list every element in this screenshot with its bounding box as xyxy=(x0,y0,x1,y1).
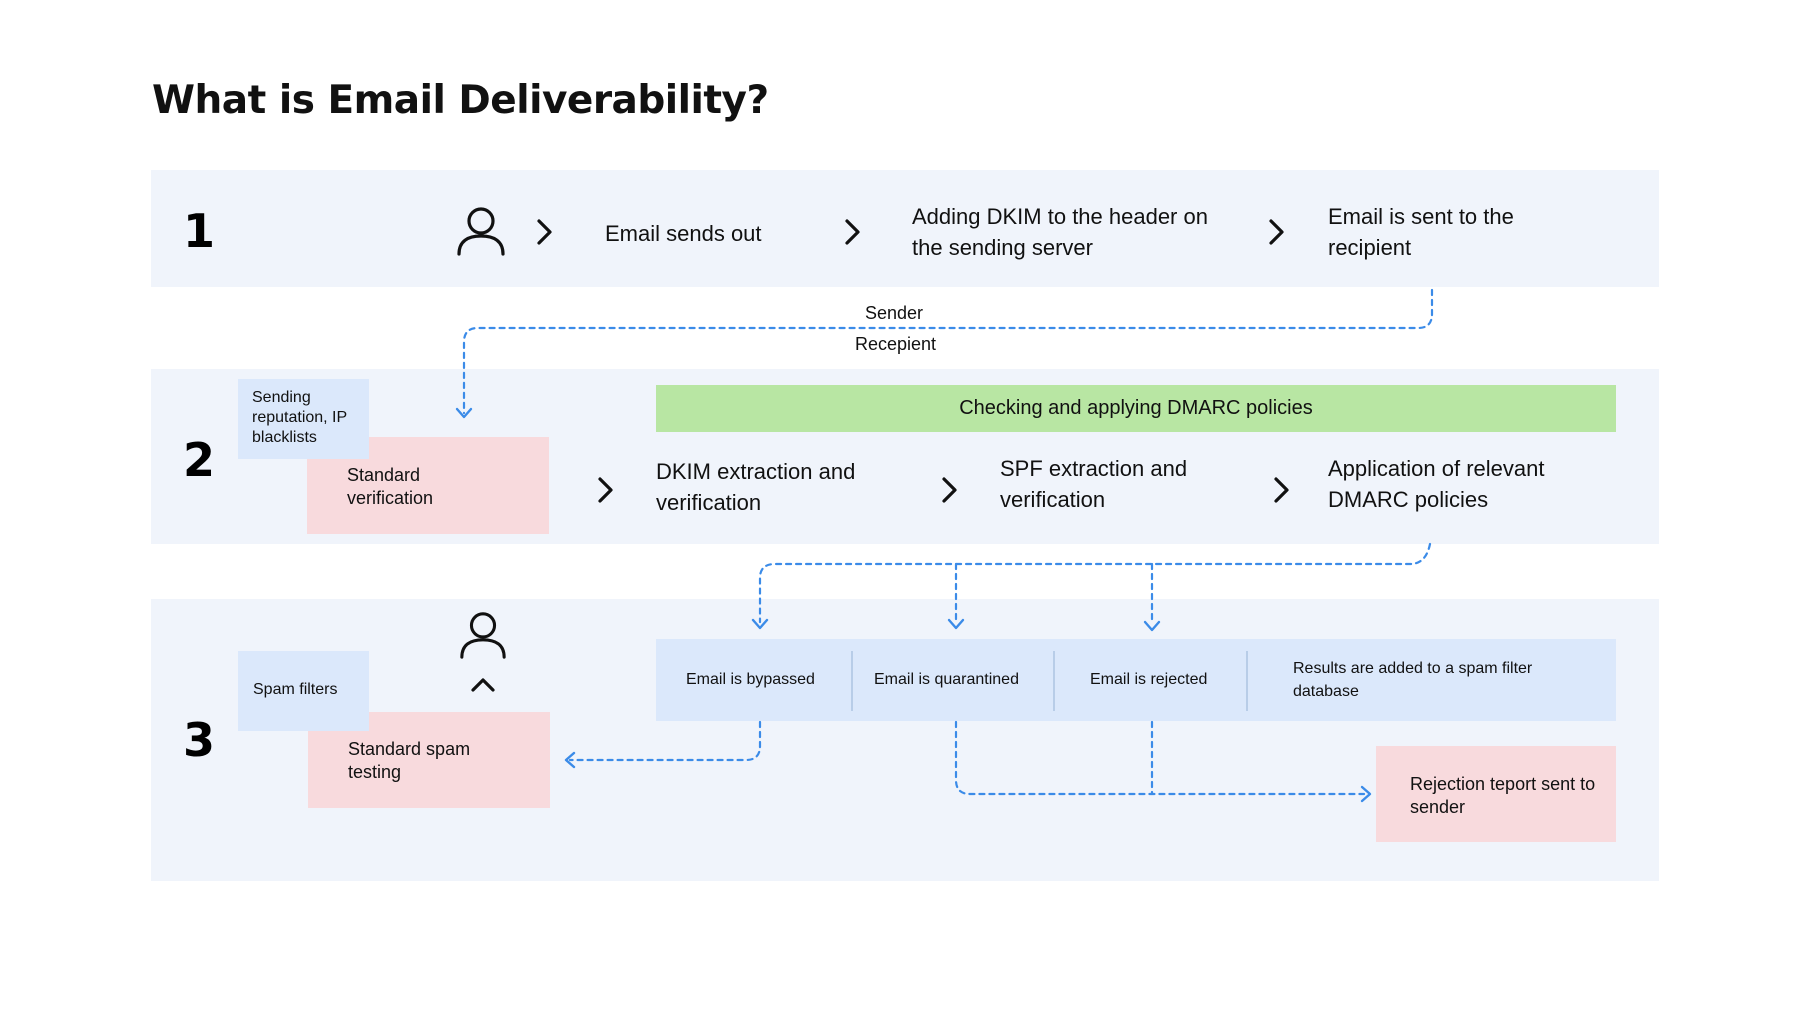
spam-filters-note: Spam filters xyxy=(253,681,338,698)
chevron-right-icon xyxy=(1269,219,1284,245)
step-1-item-dkim: Adding DKIM to the header on the sending… xyxy=(912,204,1208,260)
result-divider xyxy=(1053,651,1055,711)
chevron-right-icon xyxy=(1274,477,1289,503)
dmarc-policies-bar: Checking and applying DMARC policies xyxy=(656,385,1616,432)
standard-verification-label: Standard verification xyxy=(347,465,434,508)
sender-label: Sender xyxy=(865,303,924,323)
step-2-number: 2 xyxy=(183,433,216,487)
result-quarantined: Email is quarantined xyxy=(874,671,1019,688)
standard-spam-testing-label: Standard spam testing xyxy=(348,739,471,782)
result-bypassed: Email is bypassed xyxy=(686,671,815,688)
chevron-right-icon xyxy=(845,219,860,245)
reputation-note: Sending reputation, IP blacklists xyxy=(252,389,347,446)
page-title: What is Email Deliverability? xyxy=(152,78,769,123)
result-rejected: Email is rejected xyxy=(1090,671,1208,688)
chevron-up-icon xyxy=(471,678,495,692)
step-1-item-send: Email sends out xyxy=(605,221,762,246)
step-1-number: 1 xyxy=(183,204,216,258)
person-icon xyxy=(460,612,506,659)
chevron-right-icon xyxy=(942,477,957,503)
recipient-label: Recepient xyxy=(855,334,937,354)
result-spam-database: Results are added to a spam filter datab… xyxy=(1293,660,1533,700)
rejection-report-label: Rejection teport sent to sender xyxy=(1410,774,1596,817)
step-3-number: 3 xyxy=(183,713,216,767)
person-icon xyxy=(457,207,505,256)
spam-filters-note-box xyxy=(238,651,369,731)
step-2-item-dkim: DKIM extraction and verification xyxy=(656,459,856,515)
step-1-panel xyxy=(151,170,1659,287)
result-divider xyxy=(1246,651,1248,711)
reputation-note-box xyxy=(238,379,369,459)
rejection-report-box xyxy=(1376,746,1616,842)
chevron-right-icon xyxy=(537,219,552,245)
step-2-item-spf: SPF extraction and verification xyxy=(1000,456,1188,512)
chevron-right-icon xyxy=(598,477,613,503)
step-1-item-sent: Email is sent to the recipient xyxy=(1328,204,1514,260)
result-divider xyxy=(851,651,853,711)
step-2-item-dmarc: Application of relevant DMARC policies xyxy=(1328,456,1545,512)
results-row: Email is bypassed Email is quarantined E… xyxy=(656,639,1616,721)
